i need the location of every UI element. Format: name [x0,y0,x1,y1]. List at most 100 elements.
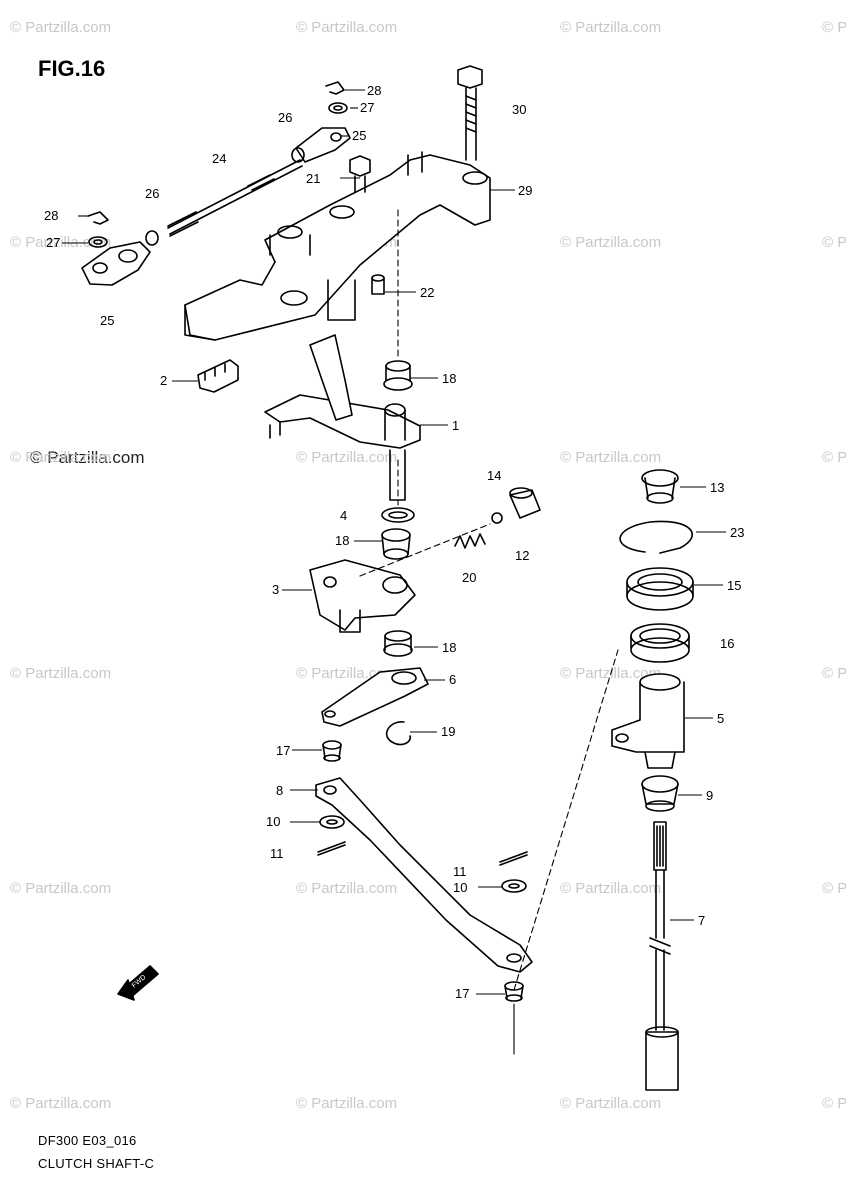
assembly-guide-lines [359,209,619,991]
watermark-text: © Partzilla.com [10,19,111,36]
callout-label-29: 29 [518,183,532,198]
watermark-text: © Partzilla.com [10,234,111,251]
control-rod-24 [167,159,303,237]
callout-label-25: 25 [100,313,114,328]
washer-27-lower [88,236,108,248]
circlip-19 [386,721,412,746]
bolt-21 [349,155,371,193]
callout-label-28: 28 [367,83,381,98]
watermark-text: © Partzilla.com [296,1095,397,1112]
callout-label-28: 28 [44,208,58,223]
figure-title: FIG.16 [38,56,106,81]
callout-label-2: 2 [160,373,167,388]
callout-label-18: 18 [335,533,349,548]
watermark-text: © Partzilla.com [822,234,846,251]
plug-13 [641,469,679,504]
link-8 [315,777,533,973]
callout-label-11: 11 [270,846,284,861]
cotter-pin-11-right [499,851,528,866]
watermark-text: © Partzilla.com [10,1095,111,1112]
callout-label-18: 18 [442,371,456,386]
cotter-pin-11-left [317,841,346,856]
shaft-housing-5 [611,673,685,769]
watermark-text: © Partzilla.com [560,880,661,897]
watermark-text: © Partzilla.com [822,880,846,897]
callout-label-1: 1 [452,418,459,433]
callout-label-27: 27 [46,235,60,250]
callout-label-14: 14 [487,468,501,483]
clip-28-upper [325,81,345,95]
washer-4 [381,507,415,523]
watermark-text: © Partzilla.com [10,880,111,897]
callout-label-27: 27 [360,100,374,115]
washer-10-left [319,815,345,829]
callout-label-11: 11 [453,864,467,879]
watermark-text: © Partzilla.com [822,19,846,36]
callout-label-23: 23 [730,525,744,540]
fwd-arrow-icon [117,965,159,1001]
clip-28-lower [87,211,109,225]
callout-label-21: 21 [306,171,320,186]
callout-label-7: 7 [698,913,705,928]
callout-label-5: 5 [717,711,724,726]
washer-10-right [501,879,527,893]
bushing-18-lower [383,630,413,657]
watermark-text: © Partzilla.com [560,19,661,36]
watermark-text: © Partzilla.com [296,449,397,466]
washer-27-upper [328,102,348,114]
diagram-code: DF300 E03_016 [38,1133,137,1148]
callout-label-4: 4 [340,508,347,523]
arm-6 [321,667,429,727]
watermark-text: © Partzilla.com [822,665,846,682]
bracket-29 [184,151,491,341]
callout-label-20: 20 [462,570,476,585]
bushing-18-upper [383,360,413,391]
circlip-23 [619,520,693,554]
bolt-22 [371,274,385,295]
nut-26-upper [291,147,305,163]
callout-label-18: 18 [442,640,456,655]
callout-label-13: 13 [710,480,724,495]
callout-label-9: 9 [706,788,713,803]
callout-label-26: 26 [145,186,159,201]
watermark-text: © Partzilla.com [560,234,661,251]
watermark-text: © Partzilla.com [296,19,397,36]
callout-label-10: 10 [453,880,467,895]
bolt-30 [457,65,483,161]
callout-label-25: 25 [352,128,366,143]
bearing-15 [626,567,694,611]
callout-label-15: 15 [727,578,741,593]
oil-seal-16 [630,623,690,663]
bushing-18-middle [381,528,411,560]
nut-26-lower [145,230,159,246]
spring-20 [454,533,486,549]
shift-lever-1 [264,334,421,501]
copyright-notice: © Partzilla.com [30,448,145,467]
callout-label-30: 30 [512,102,526,117]
rod-end-25-lower [81,241,151,286]
callout-label-12: 12 [515,548,529,563]
bushing-9 [641,775,679,812]
callout-label-26: 26 [278,110,292,125]
callout-label-17: 17 [276,743,290,758]
watermark-text: © Partzilla.com [560,1095,661,1112]
callout-label-10: 10 [266,814,280,829]
bushing-17-lower [504,981,524,1002]
callout-label-16: 16 [720,636,734,651]
bushing-17-upper [322,740,342,762]
clutch-shaft-7 [645,821,679,1091]
watermark-text: © Partzilla.com [296,880,397,897]
watermark-text: © Partzilla.com [10,665,111,682]
callout-label-8: 8 [276,783,283,798]
shift-cam-3 [309,559,416,633]
callout-label-6: 6 [449,672,456,687]
callout-label-22: 22 [420,285,434,300]
rod-end-25-upper [295,127,351,163]
watermark-text: © Partzilla.com [822,449,846,466]
holder-2 [197,359,239,393]
watermark-text: © Partzilla.com [10,449,111,466]
callout-label-19: 19 [441,724,455,739]
